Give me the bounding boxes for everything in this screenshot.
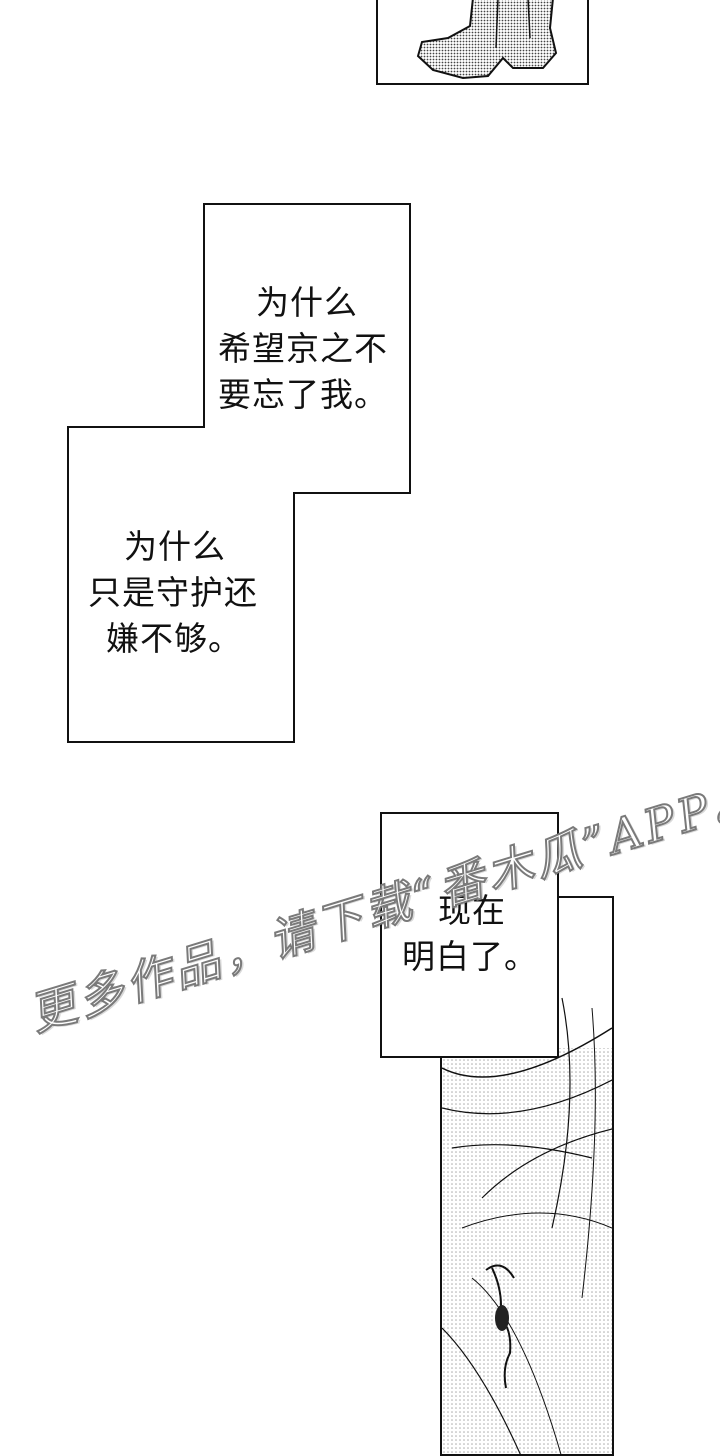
dialog-line: 为什么 <box>256 283 358 322</box>
dialog-line: 只是守护还 <box>88 573 258 612</box>
speech-bubble-1: 为什么 希望京之不 要忘了我。 <box>218 280 406 418</box>
dialog-line: 现在 <box>438 891 506 930</box>
bottom-panel <box>440 896 614 1456</box>
speech-bubble-3: 现在 明白了。 <box>402 888 552 980</box>
dialog-line: 希望京之不 <box>218 329 388 368</box>
face-closeup-illustration <box>442 997 612 1454</box>
dialog-line: 为什么 <box>124 527 226 566</box>
watermark-text: 更多作品，请下载“番木瓜”APP。 <box>22 766 720 1042</box>
top-panel <box>376 0 589 85</box>
dialog-line: 明白了。 <box>402 937 538 976</box>
dialog-line: 要忘了我。 <box>218 375 388 414</box>
figure-legs-illustration <box>416 0 558 80</box>
speech-bubble-2: 为什么 只是守护还 嫌不够。 <box>88 524 288 662</box>
dialog-line: 嫌不够。 <box>106 619 242 658</box>
